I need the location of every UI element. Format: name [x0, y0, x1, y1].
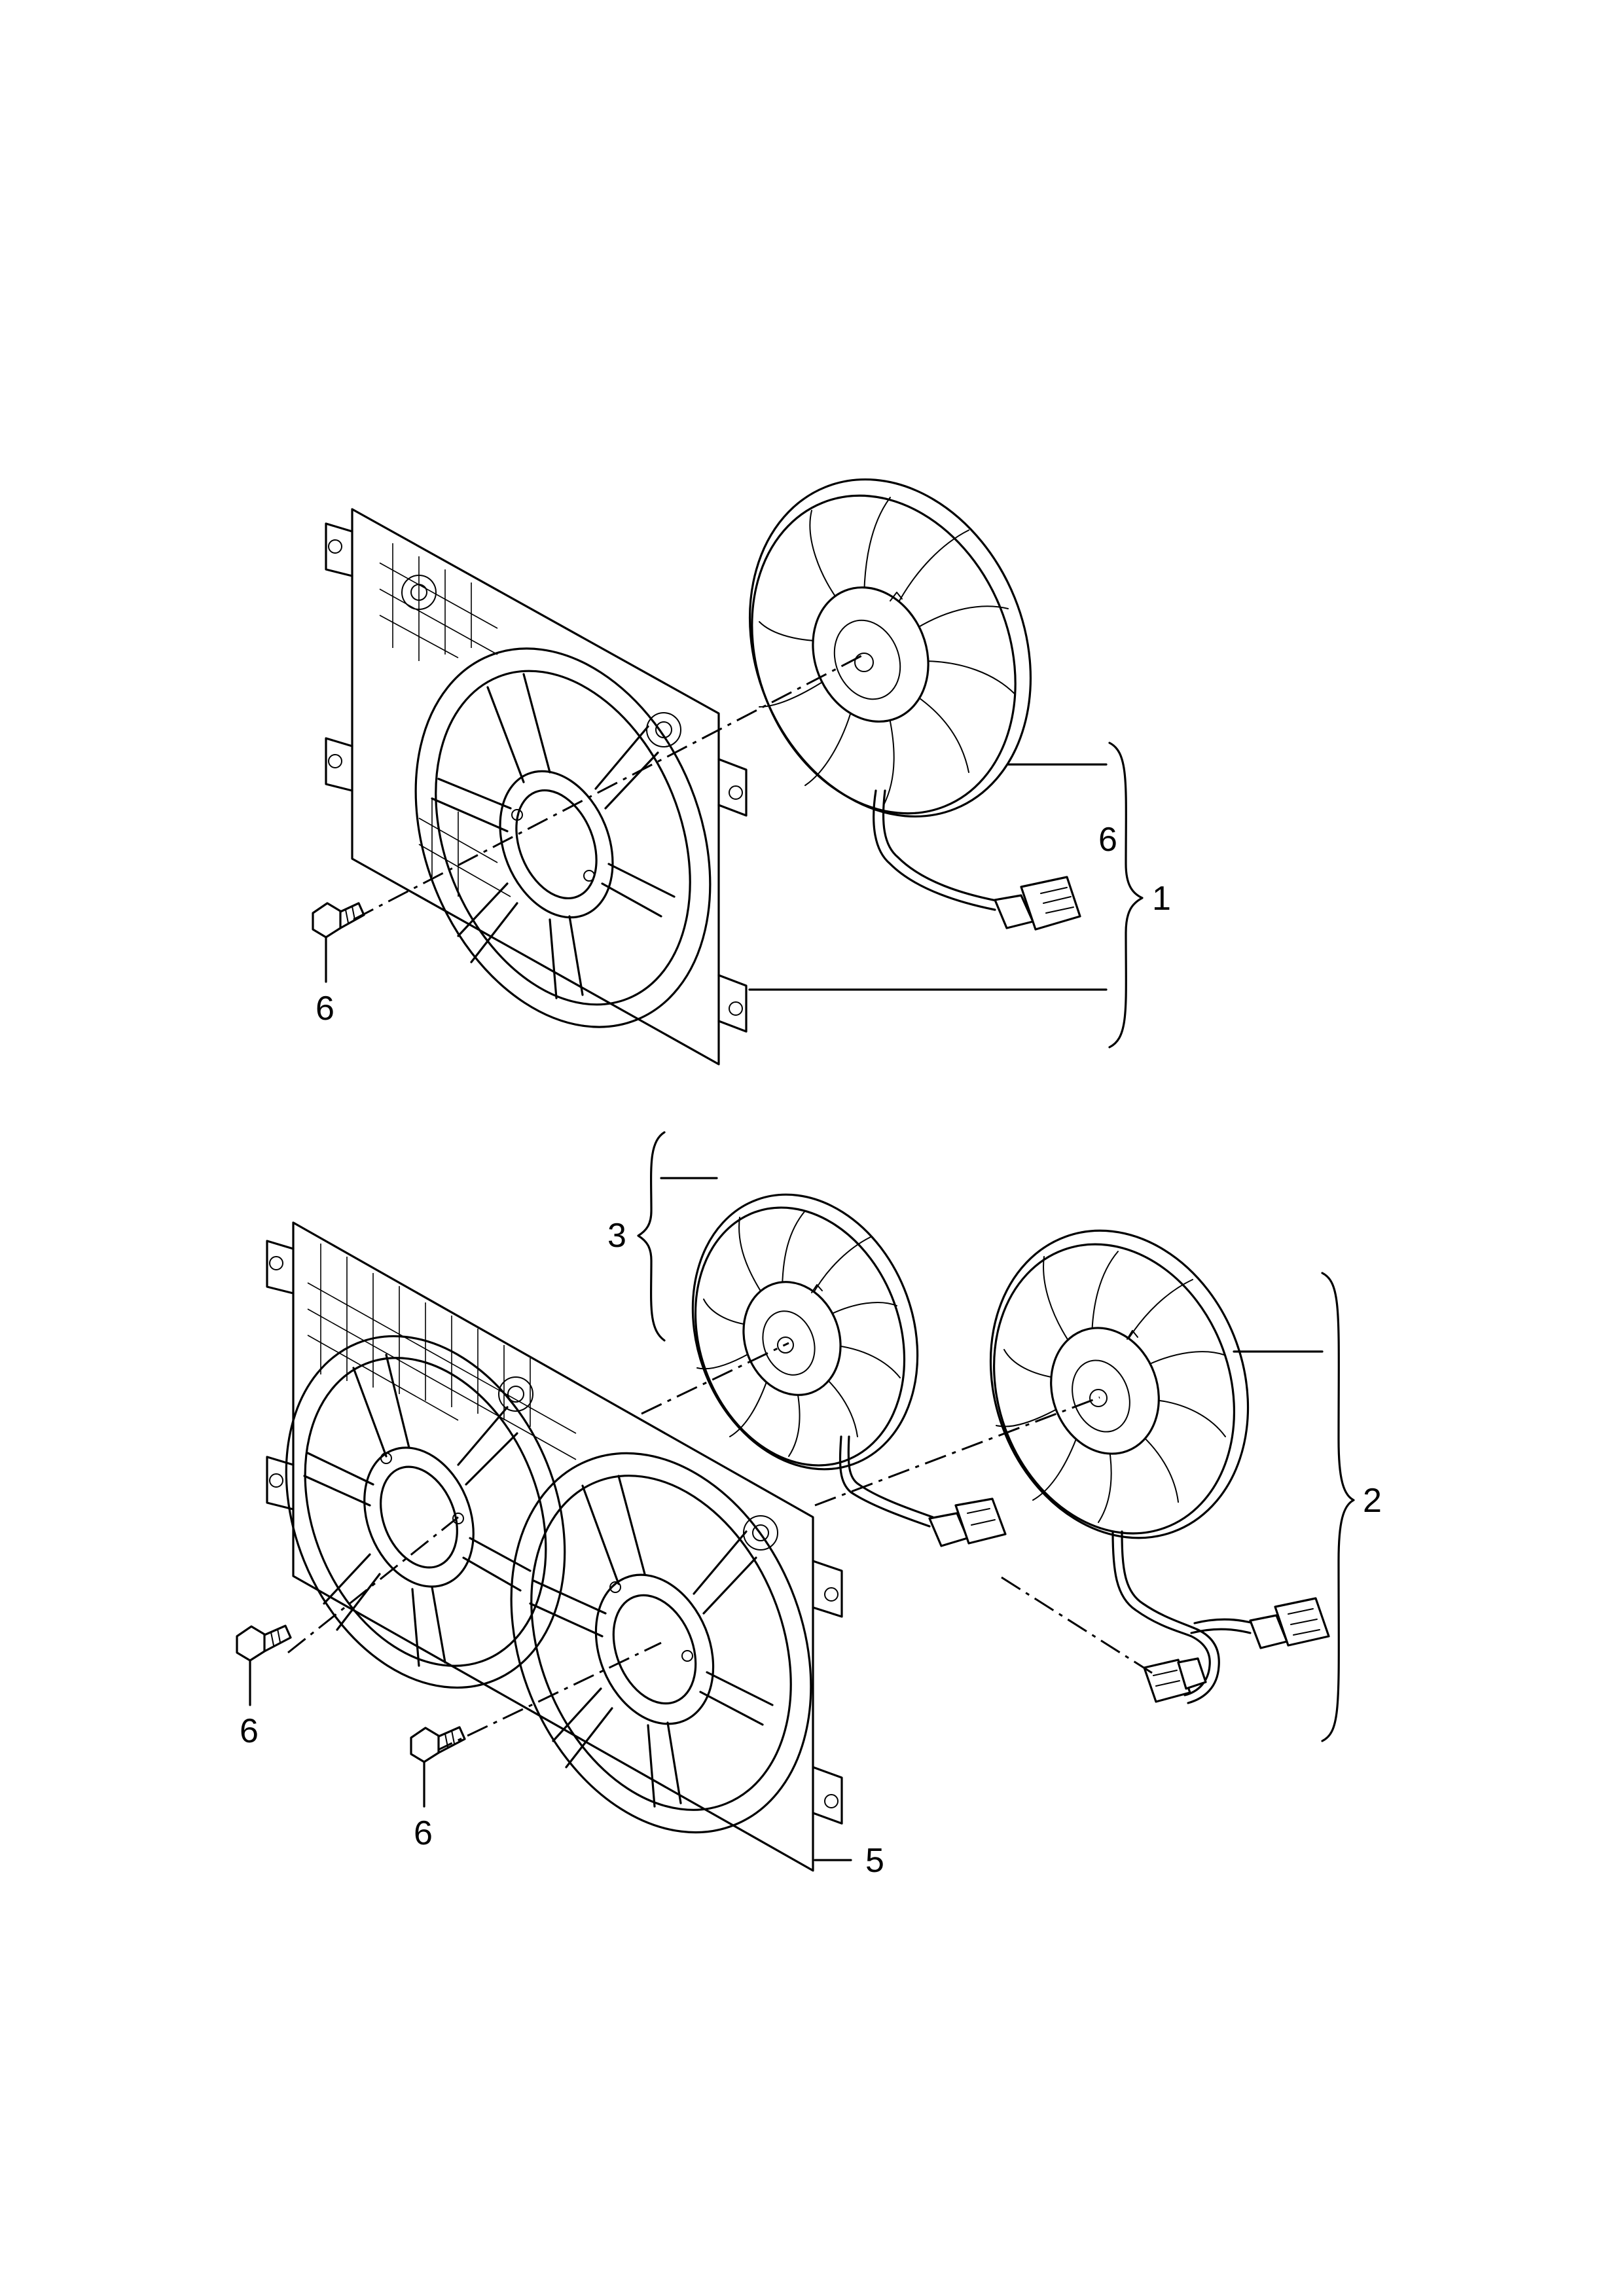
connector-right-main	[1249, 1597, 1330, 1649]
label-shroud-dual: 5	[865, 1842, 884, 1880]
label-bolt-lower-right: 6	[414, 1814, 433, 1852]
bolt-lower-left	[236, 1624, 292, 1662]
brace-2	[1321, 1272, 1355, 1742]
label-bolt-lower-left: 6	[240, 1712, 259, 1750]
brace-1	[1108, 742, 1144, 1049]
label-fan-single-sub: 6	[1098, 821, 1117, 859]
connector-right-mate	[1143, 1657, 1207, 1703]
label-kit-single-fan: 1	[1152, 880, 1171, 918]
shroud-single	[325, 508, 748, 1066]
connector-left	[928, 1498, 1007, 1547]
connector-single	[994, 876, 1081, 931]
bolt-upper	[312, 902, 365, 939]
label-fan-left: 3	[607, 1217, 626, 1255]
fan-right	[989, 1229, 1330, 1704]
fan-single	[748, 478, 1081, 931]
label-kit-dual-fan: 2	[1363, 1482, 1382, 1520]
label-bolt-upper: 6	[316, 990, 334, 1028]
bolt-lower-right	[410, 1726, 466, 1763]
shroud-dual	[266, 1221, 843, 1872]
fan-left	[691, 1193, 1007, 1547]
brace-3	[637, 1131, 666, 1342]
